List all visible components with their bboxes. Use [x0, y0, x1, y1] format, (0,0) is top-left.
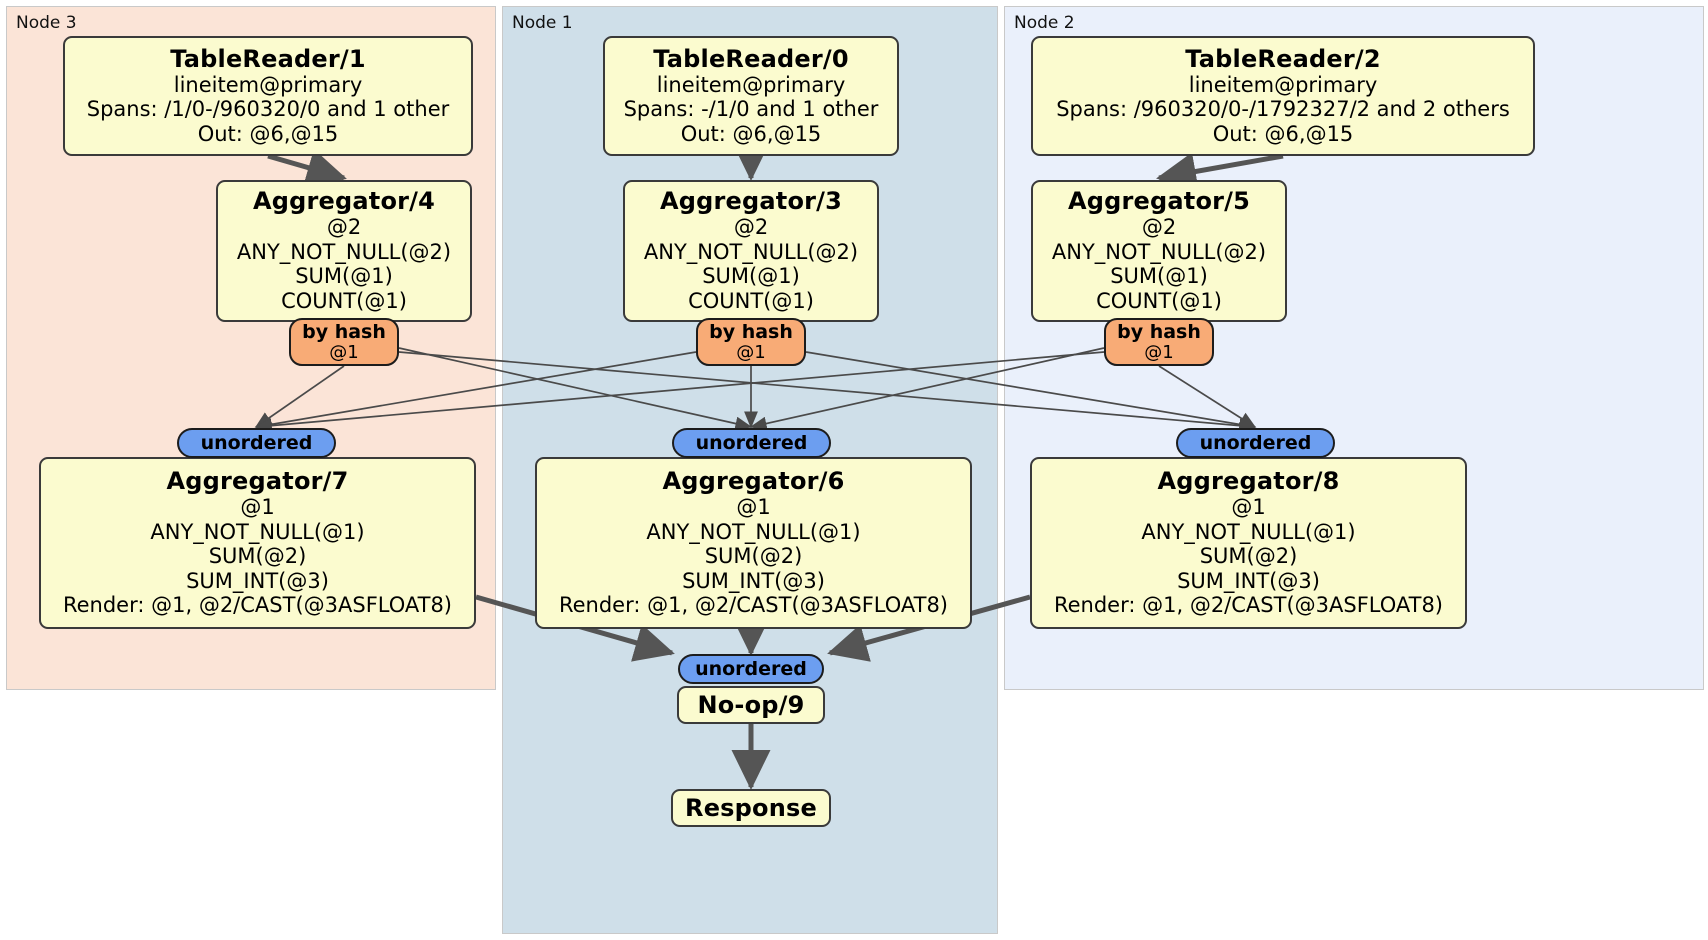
pill-title: unordered [200, 431, 313, 454]
box-title: TableReader/1 [170, 44, 366, 73]
box-line: SUM(@1) [702, 264, 800, 289]
box-line: Render: @1, @2/CAST(@3ASFLOAT8) [558, 593, 949, 618]
box-line: Render: @1, @2/CAST(@3ASFLOAT8) [1053, 593, 1444, 618]
box-title: Aggregator/3 [659, 187, 843, 216]
pill-subtitle: @1 [1144, 341, 1174, 363]
box-line: Out: @6,@15 [680, 121, 822, 146]
box-line: @2 [733, 215, 769, 240]
box-response[interactable]: Response [671, 789, 831, 827]
box-line: lineitem@primary [656, 72, 846, 97]
pill-unord8[interactable]: unordered [1176, 428, 1335, 458]
edge-hash5-unord6 [749, 347, 1105, 431]
pill-unord6[interactable]: unordered [672, 428, 831, 458]
box-line: Spans: -/1/0 and 1 other [623, 97, 879, 122]
box-line: SUM(@2) [704, 544, 803, 569]
pill-unord9[interactable]: unordered [678, 654, 824, 684]
box-title: Aggregator/6 [662, 467, 845, 496]
pill-hash4[interactable]: by hash@1 [289, 318, 399, 366]
node-label-node2: Node 2 [1014, 13, 1075, 33]
pill-title: by hash [302, 320, 386, 343]
box-line: Out: @6,@15 [197, 121, 339, 146]
box-line: SUM_INT(@3) [682, 568, 825, 593]
box-noop9[interactable]: No-op/9 [677, 686, 825, 724]
box-line: ANY_NOT_NULL(@2) [236, 239, 452, 264]
box-title: TableReader/2 [1185, 44, 1381, 73]
edge-hash5-unord8 [1158, 365, 1257, 428]
box-line: ANY_NOT_NULL(@2) [643, 239, 859, 264]
box-line: SUM_INT(@3) [186, 568, 329, 593]
box-line: @1 [240, 495, 275, 520]
box-line: @1 [736, 495, 771, 520]
pill-title: unordered [695, 657, 807, 680]
edge-tr1-agg4 [267, 148, 347, 187]
box-line: Spans: /960320/0-/1792327/2 and 2 others [1056, 97, 1510, 122]
box-title: TableReader/0 [653, 44, 849, 73]
box-title: Aggregator/4 [252, 187, 436, 216]
edge-hash3-unord7 [254, 351, 697, 432]
box-line: ANY_NOT_NULL(@1) [1141, 519, 1356, 544]
box-title: Aggregator/7 [166, 467, 349, 496]
box-title: No-op/9 [697, 690, 805, 719]
pill-title: by hash [1117, 320, 1201, 343]
box-line: SUM(@1) [1110, 264, 1208, 289]
box-line: @2 [1141, 215, 1177, 240]
pill-title: unordered [1199, 431, 1312, 454]
box-line: SUM(@2) [1199, 544, 1298, 569]
box-line: SUM(@1) [295, 264, 393, 289]
pill-title: unordered [695, 431, 808, 454]
pill-hash3[interactable]: by hash@1 [696, 318, 806, 366]
box-line: ANY_NOT_NULL(@1) [150, 519, 365, 544]
edge-hash3-unord8 [805, 351, 1257, 432]
edge-hash5-unord7 [254, 351, 1105, 433]
box-title: Aggregator/8 [1157, 467, 1340, 496]
box-line: Spans: /1/0-/960320/0 and 1 other [86, 97, 450, 122]
box-line: SUM_INT(@3) [1177, 568, 1320, 593]
box-line: COUNT(@1) [1096, 289, 1222, 313]
box-line: Render: @1, @2/CAST(@3ASFLOAT8) [62, 593, 453, 618]
edge-hash4-unord8 [398, 351, 1257, 433]
box-title: Aggregator/5 [1067, 187, 1251, 216]
box-line: lineitem@primary [1188, 72, 1378, 97]
box-line: @1 [1231, 495, 1266, 520]
box-line: ANY_NOT_NULL(@2) [1051, 239, 1267, 264]
pill-subtitle: @1 [736, 341, 766, 363]
box-line: Out: @6,@15 [1212, 121, 1354, 146]
box-title: Response [685, 793, 817, 822]
edge-tr2-agg5 [1156, 152, 1284, 191]
edge-hash4-unord6 [398, 347, 753, 431]
box-line: COUNT(@1) [281, 289, 407, 313]
edge-hash4-unord7 [254, 365, 345, 428]
pill-hash5[interactable]: by hash@1 [1104, 318, 1214, 366]
pill-subtitle: @1 [329, 341, 359, 363]
box-line: COUNT(@1) [688, 289, 814, 313]
box-line: @2 [326, 215, 362, 240]
node-label-node3: Node 3 [16, 13, 77, 33]
box-line: ANY_NOT_NULL(@1) [646, 519, 861, 544]
box-line: lineitem@primary [173, 72, 363, 97]
pill-title: by hash [709, 320, 793, 343]
node-label-node1: Node 1 [512, 13, 573, 33]
pill-unord7[interactable]: unordered [177, 428, 336, 458]
box-line: SUM(@2) [208, 544, 307, 569]
